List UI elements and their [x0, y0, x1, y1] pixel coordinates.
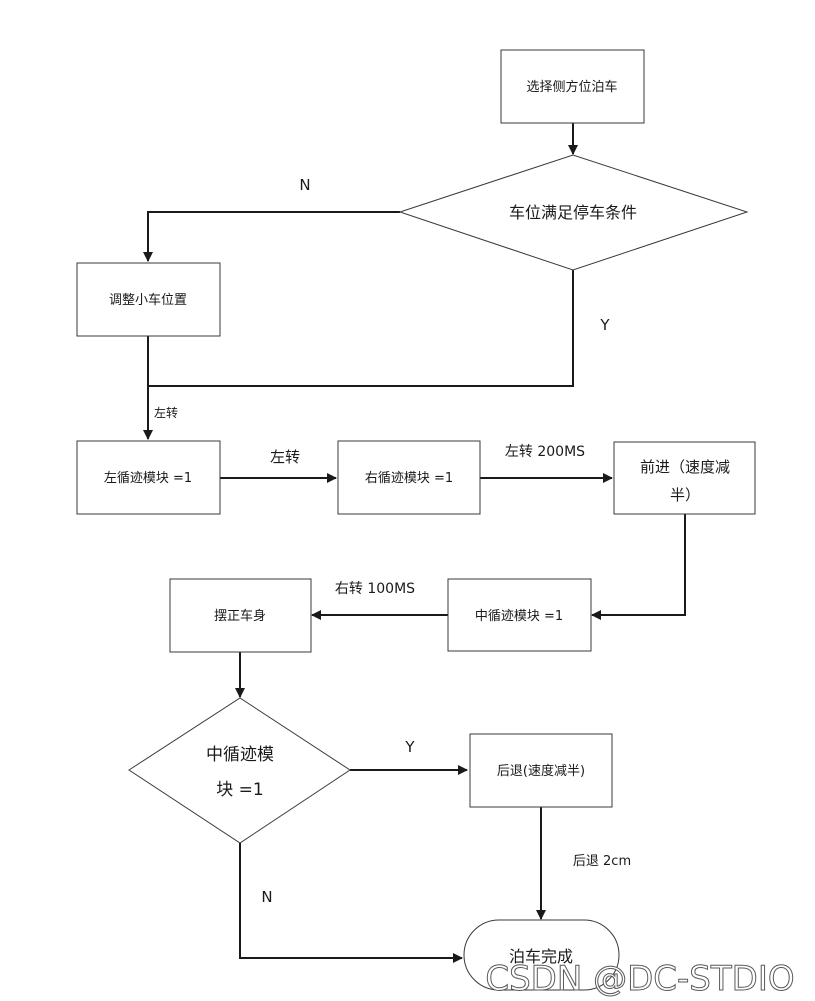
edge-labels: N Y 左转 左转 左转 200MS 右转 100MS Y 后退 2cm N	[154, 176, 631, 906]
watermark: CSDN @DC-STDIO	[485, 959, 794, 999]
node-reverse-half-label: 后退(速度减半)	[497, 763, 585, 779]
node-select-parking: 选择侧方位泊车	[500, 49, 645, 124]
label-reverse-2cm: 后退 2cm	[573, 854, 631, 869]
node-adjust-car: 调整小车位置	[76, 262, 221, 337]
node-forward-half-line2: 半）	[670, 486, 700, 504]
label-left-turn-small: 左转	[154, 405, 178, 420]
node-adjust-car-label: 调整小车位置	[109, 292, 187, 308]
node-space-condition-label: 车位满足停车条件	[509, 203, 637, 222]
edge-forward-to-mid-track	[591, 514, 686, 620]
node-right-track: 右循迹模块 =1	[337, 440, 481, 515]
label-no-space: N	[299, 176, 310, 194]
label-right-turn-100: 右转 100MS	[335, 581, 415, 597]
node-done: 泊车完成	[463, 919, 620, 991]
edge-mid-check-no-to-done	[239, 843, 463, 963]
node-done-label: 泊车完成	[509, 947, 573, 966]
node-mid-check: 中循迹模 块 =1	[128, 697, 351, 844]
node-left-track-label: 左循迹模块 =1	[104, 471, 192, 486]
label-mid-yes: Y	[404, 738, 415, 756]
node-reverse-half: 后退(速度减半)	[469, 733, 613, 808]
node-forward-half: 前进（速度减 半）	[613, 441, 756, 515]
label-left-turn-200: 左转 200MS	[505, 444, 585, 460]
node-space-condition: 车位满足停车条件	[398, 154, 749, 271]
node-mid-check-line1: 中循迹模	[206, 745, 274, 765]
node-forward-half-line1: 前进（速度减	[640, 458, 730, 476]
label-yes-space: Y	[599, 316, 610, 334]
node-mid-track: 中循迹模块 =1	[447, 578, 592, 652]
label-left-turn: 左转	[270, 448, 300, 466]
node-mid-track-label: 中循迹模块 =1	[475, 609, 563, 624]
node-straighten-label: 摆正车身	[214, 608, 266, 624]
edge-condition-yes-to-merge	[148, 270, 574, 387]
node-right-track-label: 右循迹模块 =1	[365, 471, 453, 486]
edge-condition-no-to-adjust	[143, 211, 400, 262]
node-select-parking-label: 选择侧方位泊车	[526, 79, 617, 95]
node-left-track: 左循迹模块 =1	[76, 440, 221, 515]
node-mid-check-line2: 块 =1	[216, 780, 263, 800]
label-mid-no: N	[261, 888, 272, 906]
node-straighten: 摆正车身	[169, 578, 312, 653]
edges	[143, 123, 686, 963]
